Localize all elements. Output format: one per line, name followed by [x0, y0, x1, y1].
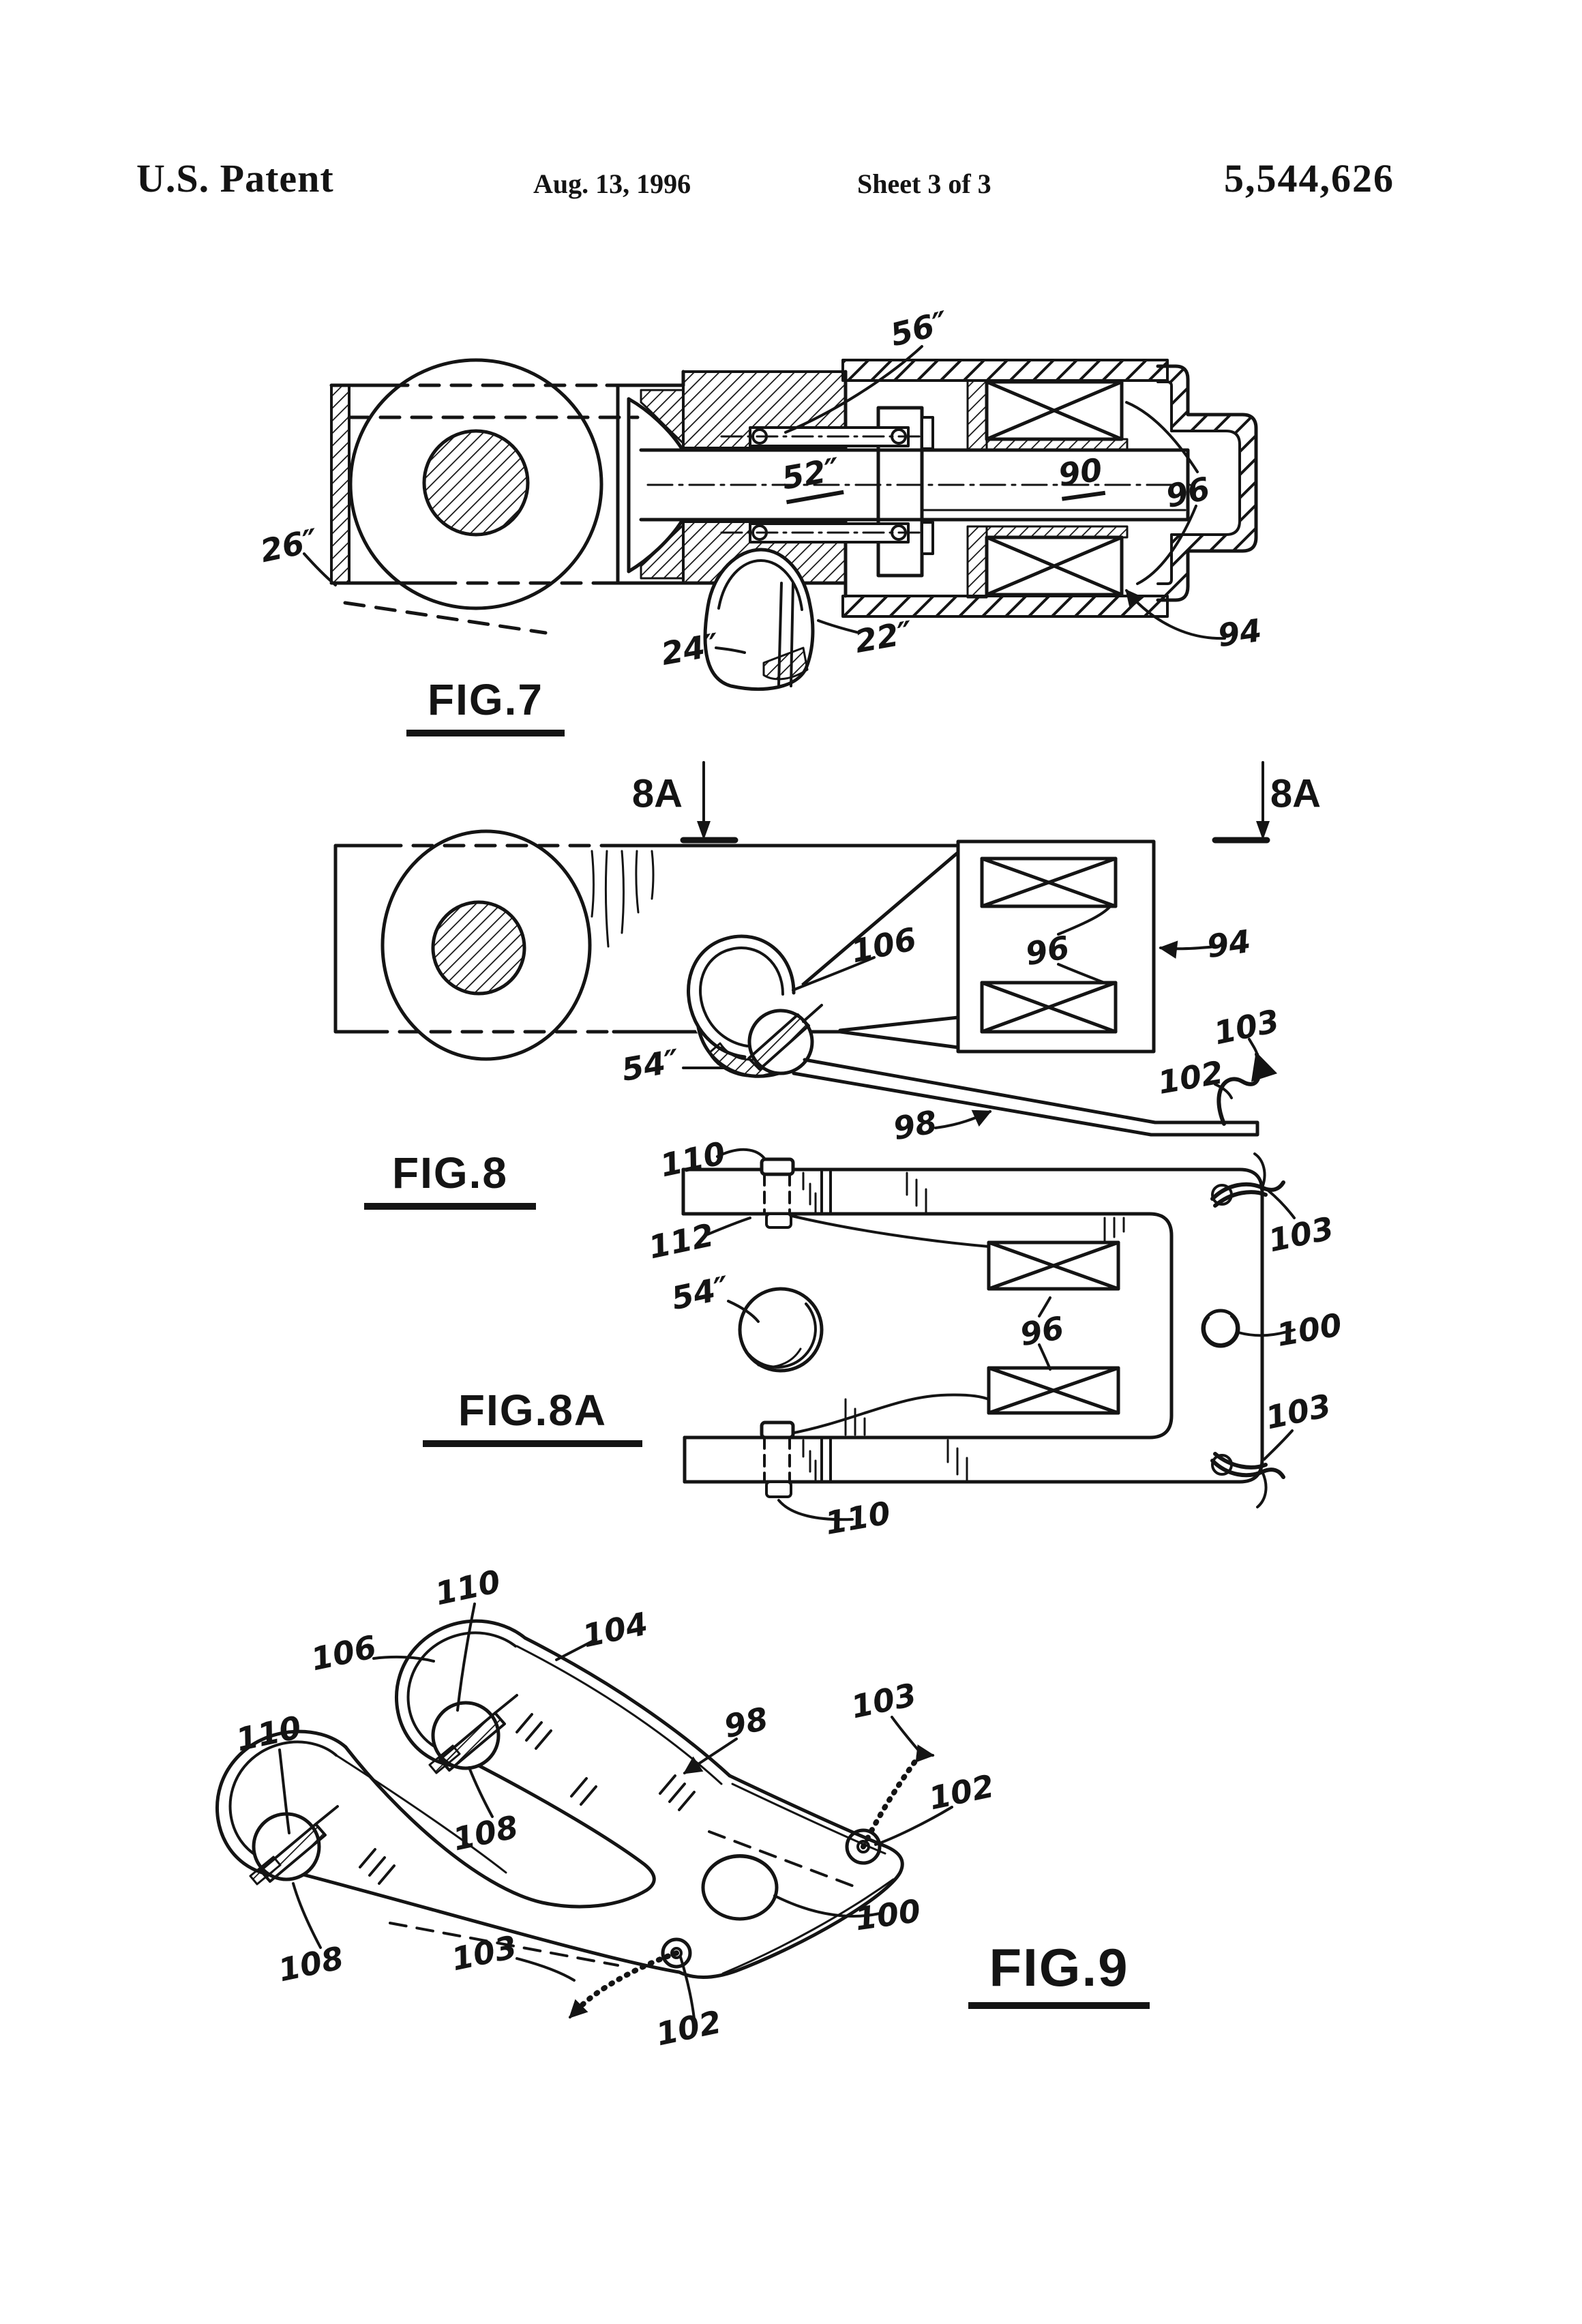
ref-label-108: 108: [275, 1939, 347, 1989]
fig8-caption: FIG.8: [364, 1151, 536, 1210]
ref-label-106: 106: [848, 920, 920, 970]
fig9-caption: FIG.9: [968, 1941, 1150, 2009]
ref-label-98: 98: [890, 1103, 940, 1148]
ref-label-96: 96: [1022, 928, 1073, 973]
ref-label-110: 110: [657, 1134, 729, 1185]
ref-label-104: 104: [579, 1605, 651, 1655]
ref-label-112: 112: [645, 1216, 717, 1266]
ref-label-110: 110: [233, 1708, 305, 1759]
ref-label-96: 96: [1017, 1309, 1067, 1354]
section-label-8A: 8A: [1270, 771, 1322, 816]
fig7-drawing: [303, 345, 1258, 691]
ref-label-103: 103: [1210, 1002, 1283, 1052]
ref-label-106: 106: [308, 1628, 380, 1678]
ref-label-94: 94: [1215, 611, 1264, 655]
ref-label-26: 26″: [257, 521, 321, 570]
ref-label-102: 102: [1155, 1054, 1226, 1101]
ref-label-110: 110: [822, 1494, 893, 1542]
fig7-caption: FIG.7: [406, 678, 565, 736]
ref-label-100: 100: [852, 1892, 923, 1938]
fig9-drawing: [215, 1603, 953, 2020]
ref-label-102: 102: [653, 2003, 725, 2053]
fig8-drawing: [333, 761, 1278, 1137]
ref-label-54: 54″: [618, 1042, 683, 1088]
ref-label-102: 102: [925, 1767, 998, 1817]
ref-label-96: 96: [1163, 469, 1213, 516]
fig8a-caption: FIG.8A: [423, 1388, 642, 1447]
ref-label-103: 103: [848, 1675, 920, 1726]
section-label-8A: 8A: [631, 771, 683, 816]
ref-label-90: 90: [1056, 451, 1106, 501]
ref-label-110: 110: [432, 1562, 504, 1613]
fig8a-drawing: [681, 1148, 1296, 1521]
patent-header-title: U.S. Patent: [136, 156, 334, 200]
ref-label-108: 108: [449, 1808, 522, 1858]
ref-label-100: 100: [1274, 1306, 1345, 1354]
patent-header-sheet: Sheet 3 of 3: [857, 168, 991, 199]
ref-label-98: 98: [721, 1699, 771, 1746]
ref-label-103: 103: [1262, 1386, 1334, 1437]
ref-label-103: 103: [448, 1928, 520, 1978]
ref-label-103: 103: [1265, 1209, 1337, 1260]
patent-header-date: Aug. 13, 1996: [533, 168, 691, 199]
ref-label-94: 94: [1204, 922, 1253, 966]
ref-label-56: 56″: [886, 303, 952, 354]
ref-label-52: 52″: [779, 450, 844, 505]
ref-label-24: 24″: [658, 626, 722, 672]
patent-header-number: 5,544,626: [1224, 156, 1394, 200]
ref-label-22: 22″: [852, 614, 916, 660]
ref-label-54: 54″: [668, 1268, 732, 1317]
